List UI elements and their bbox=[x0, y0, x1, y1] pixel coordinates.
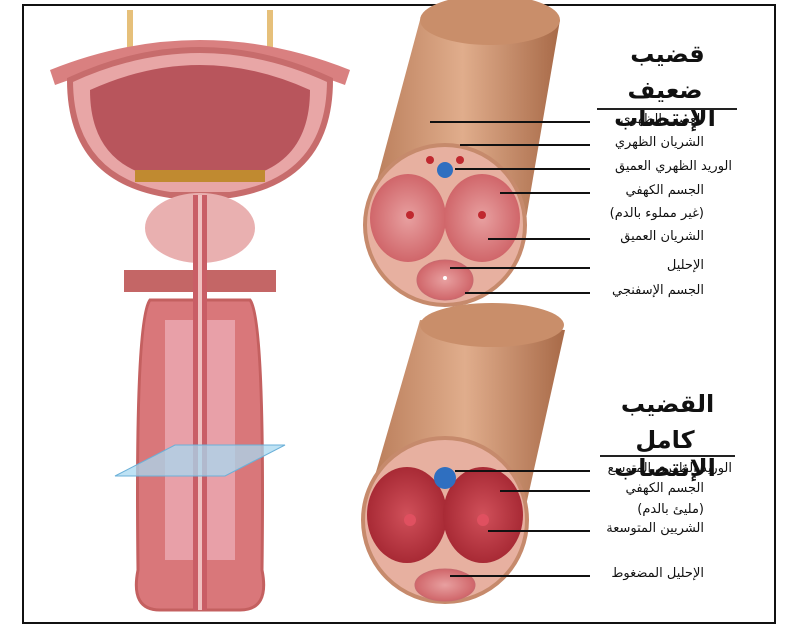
shaft-end bbox=[420, 0, 560, 45]
leader-line bbox=[430, 121, 590, 123]
leader-line bbox=[450, 575, 590, 577]
urethra-lumen bbox=[443, 276, 447, 280]
leader-line bbox=[450, 267, 590, 269]
weak-title-rule bbox=[597, 108, 737, 110]
leader-line bbox=[455, 168, 590, 170]
deep-dorsal-vein bbox=[437, 162, 453, 178]
label-not-filled: (غير مملوء بالدم) bbox=[609, 206, 704, 221]
leader-line bbox=[455, 470, 590, 472]
leader-line bbox=[500, 490, 590, 492]
label-deep-dorsal-vein: الوريد الظهري العميق bbox=[615, 159, 732, 174]
bladder-lumen bbox=[90, 65, 310, 180]
label-corpus-cavernosum: الجسم الكهفي bbox=[625, 481, 704, 496]
label-filled-with-blood: (مليئ بالدم) bbox=[637, 502, 704, 517]
label-compressed-urethra: الإحليل المضغوط bbox=[611, 566, 704, 581]
leader-line bbox=[460, 144, 590, 146]
deep-artery bbox=[478, 211, 486, 219]
ureter-right bbox=[267, 10, 273, 50]
leader-line bbox=[465, 292, 590, 294]
full-title-rule bbox=[600, 455, 735, 457]
dorsal-artery bbox=[456, 156, 464, 164]
label-dilated-arteries: الشريين المتوسعة bbox=[606, 521, 704, 536]
label-corpus-spongiosum: الجسم الإسفنجي bbox=[612, 283, 704, 298]
full-title-line2: كامل الإنتصاب bbox=[614, 426, 716, 482]
dilated-artery bbox=[404, 514, 416, 526]
image-frame bbox=[22, 4, 776, 624]
full-title-line1: القضيب bbox=[620, 390, 715, 418]
label-dorsal-artery: الشريان الظهري bbox=[614, 135, 704, 150]
urine bbox=[135, 170, 265, 182]
deep-artery bbox=[406, 211, 414, 219]
leader-line bbox=[488, 238, 590, 240]
shaft-end bbox=[420, 303, 564, 347]
bladder-wall-top bbox=[50, 40, 350, 85]
dilated-dorsal-vein bbox=[434, 467, 456, 489]
dorsal-artery bbox=[426, 156, 434, 164]
leader-line bbox=[500, 192, 590, 194]
cross-section-plane bbox=[114, 444, 286, 477]
dilated-artery bbox=[477, 514, 489, 526]
label-urethra: الإحليل bbox=[666, 258, 704, 273]
erect-cross-section bbox=[361, 303, 565, 604]
label-deep-artery: الشريان العميق bbox=[620, 229, 704, 244]
compressed-urethra bbox=[414, 568, 476, 602]
urethra-lumen bbox=[198, 195, 202, 610]
leader-line bbox=[488, 530, 590, 532]
label-corpus-cavernosum: الجسم الكهفي bbox=[625, 183, 704, 198]
weak-title-line1: قضيب bbox=[630, 40, 705, 68]
ureter-left bbox=[127, 10, 133, 50]
label-dorsal-nerve: العصب الظهري bbox=[620, 112, 704, 127]
flaccid-cross-section bbox=[363, 0, 560, 307]
label-dilated-dorsal-vein: الوريد الظهري المتوسع bbox=[607, 461, 732, 476]
sagittal-view bbox=[50, 10, 350, 612]
